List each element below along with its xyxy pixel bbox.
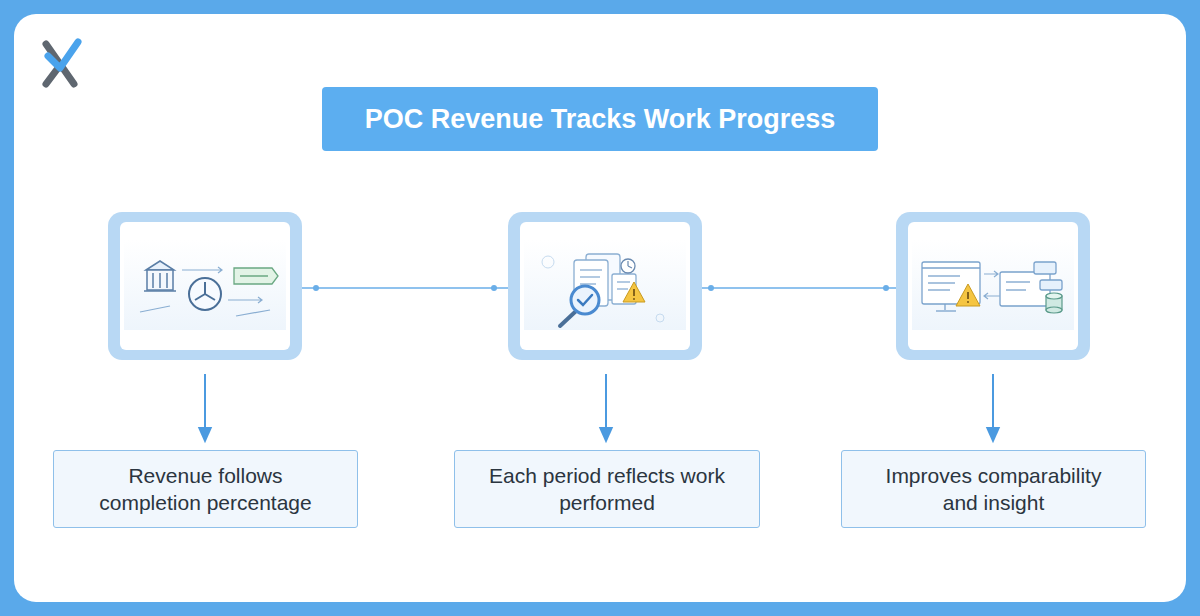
illustration-card	[524, 240, 686, 330]
logo	[46, 42, 78, 84]
monitor-icon	[928, 275, 960, 276]
down-arrow	[605, 374, 607, 436]
logo	[46, 68, 58, 84]
clock-icon	[621, 259, 635, 273]
warning-icon	[956, 284, 980, 306]
document-icon	[580, 276, 600, 277]
window-icon	[1006, 281, 1030, 282]
window-icon	[1000, 262, 1062, 306]
logo	[48, 42, 78, 68]
illustration-card	[912, 240, 1074, 330]
warning-icon	[623, 282, 645, 302]
illustration-card	[508, 212, 702, 360]
database-icon	[1046, 293, 1062, 299]
bank-icon	[144, 290, 176, 292]
flow-arrows	[984, 271, 998, 277]
monitor-icon	[944, 304, 945, 310]
box-label: Improves comparability and insight	[869, 462, 1119, 517]
monitor-icon	[922, 267, 980, 268]
text-box: Revenue follows completion percentage	[53, 450, 358, 528]
clock-icon	[628, 261, 632, 268]
panel	[14, 14, 1186, 602]
warning-icon	[633, 298, 635, 300]
down-arrow	[992, 374, 994, 436]
magnifier-icon	[560, 286, 599, 326]
document-icon	[580, 283, 596, 284]
box-label: Each period reflects work performed	[482, 462, 732, 517]
title-box: POC Revenue Tracks Work Progress	[322, 87, 878, 151]
clock-icon	[189, 278, 221, 310]
window-icon	[1040, 280, 1062, 290]
illustration-card	[108, 212, 302, 360]
link-line	[302, 287, 508, 289]
text-box: Improves comparability and insight	[841, 450, 1146, 528]
database-icon	[1046, 293, 1062, 313]
illustration-card	[896, 212, 1090, 360]
link-line	[313, 285, 319, 291]
link-line	[700, 287, 896, 289]
clock-icon	[189, 278, 221, 310]
box-label: Revenue follows completion percentage	[81, 462, 331, 517]
illustration-card	[508, 212, 702, 360]
monitor-icon	[928, 282, 955, 283]
text-box: Each period reflects work performed	[454, 450, 760, 528]
warning-icon	[967, 292, 969, 299]
flow-arrows	[236, 310, 270, 316]
monitor-icon	[928, 289, 950, 290]
illustration-card	[908, 222, 1078, 350]
paid-tag	[240, 275, 268, 277]
down-arrow	[204, 374, 206, 436]
bank-icon	[144, 261, 176, 291]
document-icon	[580, 269, 602, 270]
link-line	[708, 285, 714, 291]
flow-arrows	[228, 297, 262, 303]
illustration-card	[120, 222, 290, 350]
warning-icon	[956, 284, 980, 306]
flow-arrows	[140, 306, 170, 312]
illustration-card	[520, 222, 690, 350]
window-icon	[1034, 262, 1056, 274]
warning-icon	[623, 282, 645, 302]
down-arrow	[205, 374, 993, 436]
illustration-card	[896, 212, 1090, 360]
bank-icon	[146, 261, 174, 270]
bank-icon	[166, 273, 168, 288]
monitor-icon	[922, 262, 980, 311]
illustration-card	[108, 212, 302, 360]
bank-icon	[147, 270, 173, 290]
warning-icon	[633, 289, 635, 296]
database-icon	[1046, 307, 1062, 313]
illustration-card	[124, 240, 286, 330]
clock-icon	[621, 259, 635, 273]
magnifier-icon	[560, 312, 575, 326]
clock-icon	[195, 282, 215, 300]
window-icon	[1006, 289, 1026, 290]
illustration-card	[656, 314, 664, 322]
document-icon	[617, 281, 630, 282]
paid-tag	[234, 268, 278, 284]
document-icon	[617, 288, 628, 289]
paid-tag	[234, 268, 278, 284]
flow-arrows	[140, 267, 270, 316]
magnifier-icon	[571, 286, 599, 314]
flow-arrows	[984, 293, 1000, 299]
bank-icon	[159, 273, 161, 288]
diagram-title: POC Revenue Tracks Work Progress	[365, 104, 836, 135]
illustration-card	[542, 256, 554, 268]
monitor-icon	[936, 310, 956, 311]
flow-arrows	[182, 267, 222, 273]
bank-icon	[152, 273, 154, 288]
magnifier-icon	[578, 295, 592, 305]
link-line	[883, 285, 889, 291]
flow-arrows	[984, 271, 1000, 299]
link-line	[491, 285, 497, 291]
warning-icon	[967, 301, 969, 303]
